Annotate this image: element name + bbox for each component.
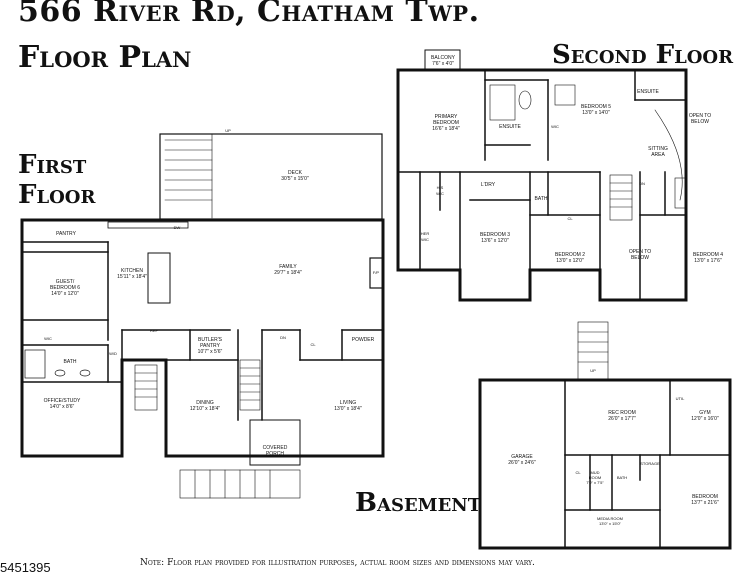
guest-dims: 14'0" x 12'0" bbox=[51, 291, 79, 297]
up-label: UP bbox=[225, 128, 231, 133]
primary-label: PRIMARY bbox=[435, 114, 458, 120]
kitchen-dims: 15'11" x 18'4" bbox=[117, 274, 147, 280]
cl-label: CL bbox=[310, 342, 316, 347]
fp-label: F/P bbox=[373, 270, 380, 275]
guest-label-2: BEDROOM 6 bbox=[50, 285, 80, 291]
open2-label: OPEN TO bbox=[629, 249, 651, 255]
butlers-label: BUTLER'S bbox=[198, 337, 223, 343]
bedroom3-label: BEDROOM 3 bbox=[480, 232, 510, 238]
bedroom2-label: BEDROOM 2 bbox=[555, 252, 585, 258]
her-wic-label: HER bbox=[421, 231, 430, 236]
first-floor-walls bbox=[20, 133, 385, 499]
util-label: UTIL bbox=[676, 396, 685, 401]
dn-label: DN bbox=[280, 335, 286, 340]
gym-dims: 12'0" x 16'0" bbox=[691, 416, 719, 422]
bath2-label: BATH bbox=[535, 196, 548, 202]
primary-label-2: BEDROOM bbox=[433, 120, 459, 126]
basement-label: Basement bbox=[355, 488, 482, 518]
listing-id: 5451395 bbox=[0, 560, 51, 575]
pantry-label: PANTRY bbox=[56, 231, 76, 237]
deck-dims: 30'5" x 15'0" bbox=[281, 176, 309, 182]
bedroom3-dims: 13'6" x 12'0" bbox=[481, 238, 509, 244]
dw-label: DW bbox=[174, 225, 181, 230]
balcony-dims: 7'6" x 4'0" bbox=[432, 61, 454, 67]
his-wic-label-2: WIC bbox=[436, 191, 444, 196]
open2-label-2: BELOW bbox=[631, 255, 649, 261]
living-dims: 13'0" x 18'4" bbox=[334, 406, 362, 412]
bedroom4-dims: 13'0" x 17'6" bbox=[694, 258, 722, 264]
mud-dims: 7'0" x 7'5" bbox=[586, 480, 604, 485]
porch-label-2: PORCH bbox=[266, 451, 284, 457]
her-wic-label-2: WIC bbox=[421, 237, 429, 242]
cl2-label: CL bbox=[567, 216, 573, 221]
page-title: 566 River Rd, Chatham Twp. bbox=[18, 0, 480, 29]
ensuite-label: ENSUITE bbox=[499, 124, 521, 130]
guest-label: GUEST/ bbox=[56, 279, 75, 285]
rec-label: REC ROOM bbox=[608, 410, 636, 416]
bath-label: BATH bbox=[64, 359, 77, 365]
bedroom5-label: BEDROOM 5 bbox=[581, 104, 611, 110]
dining-label: DINING bbox=[196, 400, 214, 406]
media-dims: 13'0" x 15'0" bbox=[599, 521, 622, 526]
second-floor-label: Second Floor bbox=[552, 40, 734, 70]
balcony-label: BALCONY bbox=[431, 55, 456, 61]
office-dims: 14'0" x 8'6" bbox=[50, 404, 75, 410]
mud-label-2: ROOM bbox=[589, 475, 601, 480]
gym-label: GYM bbox=[699, 410, 710, 416]
wic2-label: WIC bbox=[551, 124, 559, 129]
butlers-dims: 10'7" x 5'6" bbox=[198, 349, 223, 355]
wic-label: WIC bbox=[44, 336, 52, 341]
ensuite2-label: ENSUITE bbox=[637, 89, 659, 95]
bedroom5-dims: 13'0" x 14'0" bbox=[582, 110, 610, 116]
bedroom4-label: BEDROOM 4 bbox=[693, 252, 723, 258]
open1-label-2: BELOW bbox=[691, 119, 709, 125]
second-floor-walls bbox=[396, 49, 688, 302]
primary-dims: 16'6" x 18'4" bbox=[432, 126, 460, 132]
dn2-label: DN bbox=[639, 181, 645, 186]
media-label: MEDIA ROOM bbox=[597, 516, 623, 521]
office-label: OFFICE/STUDY bbox=[44, 398, 81, 404]
disclaimer-note: Note: Floor plan provided for illustrati… bbox=[140, 558, 535, 568]
second-floor-labels: BALCONY 7'6" x 4'0" PRIMARY BEDROOM 16'6… bbox=[421, 55, 723, 264]
up3-label: UP bbox=[590, 368, 596, 373]
butlers-label-2: PANTRY bbox=[200, 343, 220, 349]
sitting-label: SITTING bbox=[648, 146, 668, 152]
bath3-label: BATH bbox=[617, 475, 627, 480]
deck-label: DECK bbox=[288, 170, 303, 176]
porch-label: COVERED bbox=[263, 445, 288, 451]
cl3-label: CL bbox=[575, 470, 581, 475]
family-label: FAMILY bbox=[279, 264, 297, 270]
page-subtitle: Floor Plan bbox=[18, 40, 192, 75]
bed-label: BEDROOM bbox=[692, 494, 718, 500]
first-floor-label: First Floor bbox=[18, 150, 96, 210]
his-wic-label: HIS bbox=[437, 185, 444, 190]
garage-dims: 26'0" x 24'6" bbox=[508, 460, 536, 466]
mud-label: MUD bbox=[590, 470, 599, 475]
dining-dims: 12'10" x 18'4" bbox=[190, 406, 220, 412]
first-floor-labels: DECK 30'5" x 15'0" PANTRY KITCHEN 15'11"… bbox=[44, 128, 380, 457]
kitchen-label: KITCHEN bbox=[121, 268, 143, 274]
garage-label: GARAGE bbox=[511, 454, 533, 460]
basement-labels: GARAGE 26'0" x 24'6" REC ROOM 26'0" x 17… bbox=[508, 368, 719, 526]
ldry-label: L'DRY bbox=[481, 182, 496, 188]
sitting-label-2: AREA bbox=[651, 152, 665, 158]
wd-label: W/D bbox=[109, 351, 117, 356]
basement-walls bbox=[478, 321, 732, 550]
bed-dims: 13'7" x 21'6" bbox=[691, 500, 719, 506]
ref-label: REF bbox=[150, 328, 159, 333]
powder-label: POWDER bbox=[352, 337, 375, 343]
storage-label: STORAGE bbox=[640, 461, 660, 466]
open1-label: OPEN TO bbox=[689, 113, 711, 119]
family-dims: 29'7" x 18'4" bbox=[274, 270, 302, 276]
rec-dims: 26'0" x 17'7" bbox=[608, 416, 636, 422]
bedroom2-dims: 13'0" x 12'0" bbox=[556, 258, 584, 264]
living-label: LIVING bbox=[340, 400, 357, 406]
